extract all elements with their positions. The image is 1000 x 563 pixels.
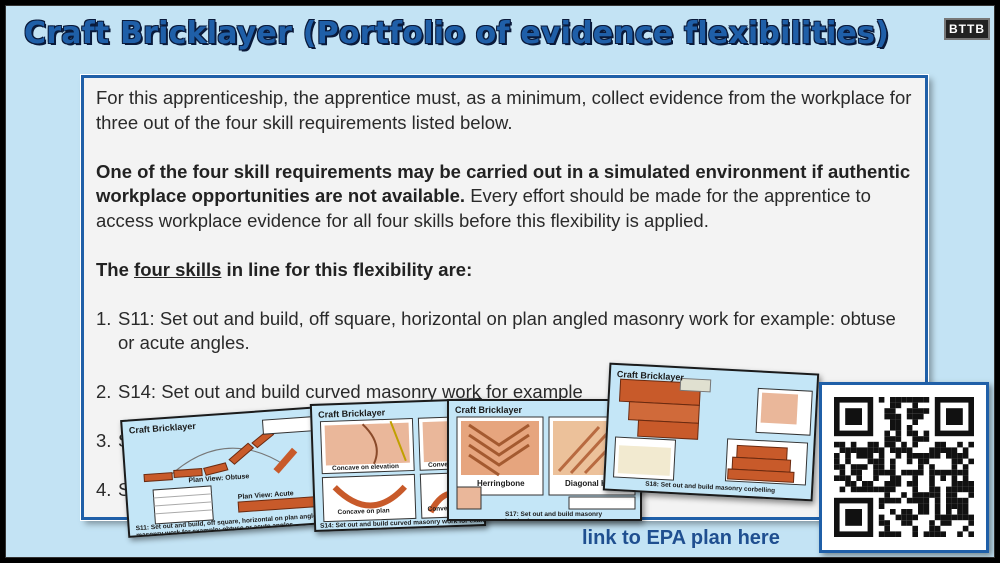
slide: Craft Bricklayer (Portfolio of evidence … <box>5 5 995 558</box>
thumbnail-label: Diagonal Her <box>565 479 615 488</box>
skills-heading-start: The <box>96 258 135 280</box>
list-number: 4. <box>96 479 112 500</box>
skills-heading: The four skills in line for this flexibi… <box>96 258 913 283</box>
epa-plan-link[interactable]: link to EPA plan here <box>582 527 780 549</box>
flexibility-rest-text: Every effort should be made for the appr… <box>96 185 871 231</box>
qr-code[interactable] <box>819 382 989 553</box>
list-text: S11: Set out and build, off square, hori… <box>118 307 896 354</box>
bttb-badge: BTTB <box>944 18 990 40</box>
corbelling-illustration <box>612 377 813 486</box>
qr-code-icon <box>834 397 974 537</box>
list-item: 1. S11: Set out and build, off square, ho… <box>96 307 913 356</box>
list-number: 1. <box>96 307 112 329</box>
angled-brick-illustration <box>143 416 320 525</box>
flexibility-paragraph: One of the four skill requirements may b… <box>96 160 913 234</box>
thumbnail-title: Craft Bricklayer <box>455 405 523 415</box>
thumbnail-caption: S17: Set out and build masonry herringbo… <box>505 511 603 519</box>
intro-paragraph: For this apprenticeship, the apprentice … <box>96 87 912 133</box>
thumbnail-angled-masonry[interactable]: Craft Bricklayer Plan View: Obtuse Plan … <box>120 406 328 538</box>
thumbnail-corbelling[interactable]: Craft Bricklayer S18: Set out and build … <box>602 362 820 502</box>
list-number: 2. <box>96 381 112 402</box>
list-item: 2. S14: Set out and build curved masonry … <box>96 380 913 405</box>
list-text: S14: Set out and build curved masonry wo… <box>118 381 583 402</box>
skills-heading-end: in line for this flexibility are: <box>221 258 473 280</box>
four-skills-link[interactable]: four skills <box>134 258 222 280</box>
thumbnail-label: Herringbone <box>477 479 525 488</box>
slide-title: Craft Bricklayer (Portfolio of evidence … <box>24 16 890 51</box>
flexibility-bold-text: One of the four skill requirements may b… <box>96 160 911 207</box>
list-number: 3. <box>96 430 112 451</box>
